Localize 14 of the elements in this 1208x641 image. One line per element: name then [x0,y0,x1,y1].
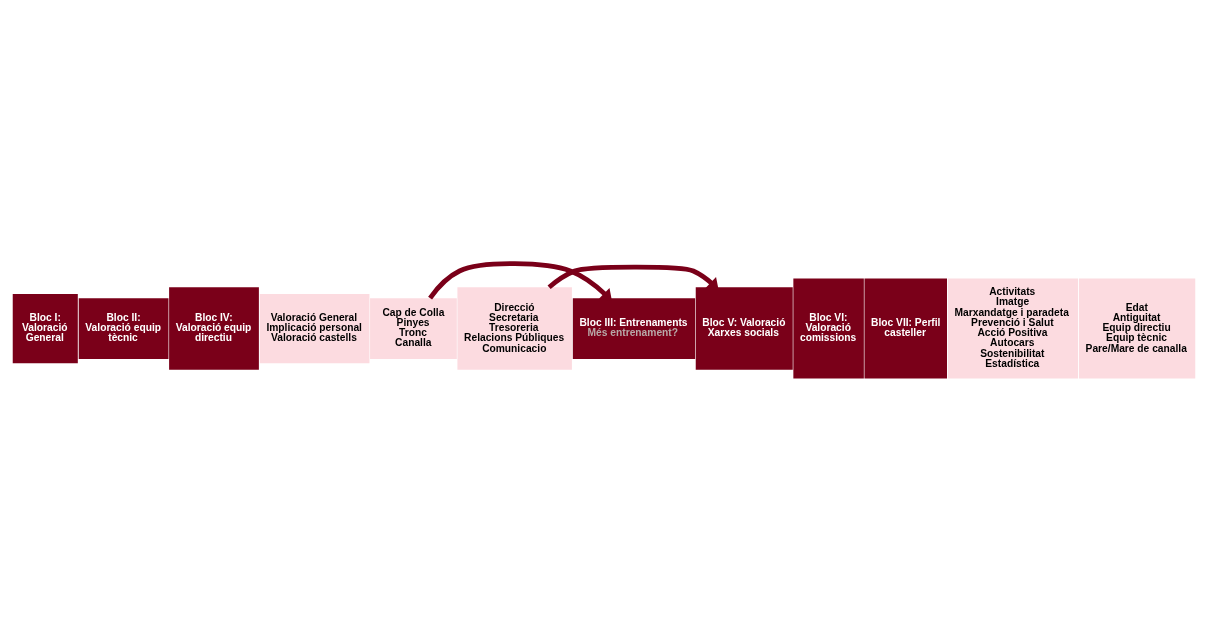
node-box: Valoració General Implicació personal Valoració castells [259,293,370,363]
arrow [428,260,612,301]
node-box: Bloc IV: Valoració equip directiu [169,286,259,370]
node-box: Cap de Colla Pinyes Tronc Canalla [370,297,457,359]
node-box: Bloc VI: Valoració comissions [793,278,864,379]
node-box: Bloc VII: Perfil casteller [864,278,947,379]
node-box: Activitats Imatge Marxandatge i paradeta Prevenció i Salut Acció Positiva Autocars Sostenibilitat Estadística [947,278,1079,379]
node-box: Bloc I: Valoració General [12,293,78,363]
arrow [547,264,719,290]
node-box: Bloc II: Valoració equip tècnic [78,297,169,359]
node-box: Edat Antiguitat Equip directiu Equip tècnic Pare/Mare de canalla [1078,278,1196,379]
node-box: Direcció Secretaria Tresoreria Relacions Públiques Comunicacio [457,286,572,370]
node-box: Bloc III: Entrenaments Més entrenament? [572,297,696,359]
node-box: Bloc V: Valoració Xarxes socials [695,286,793,370]
